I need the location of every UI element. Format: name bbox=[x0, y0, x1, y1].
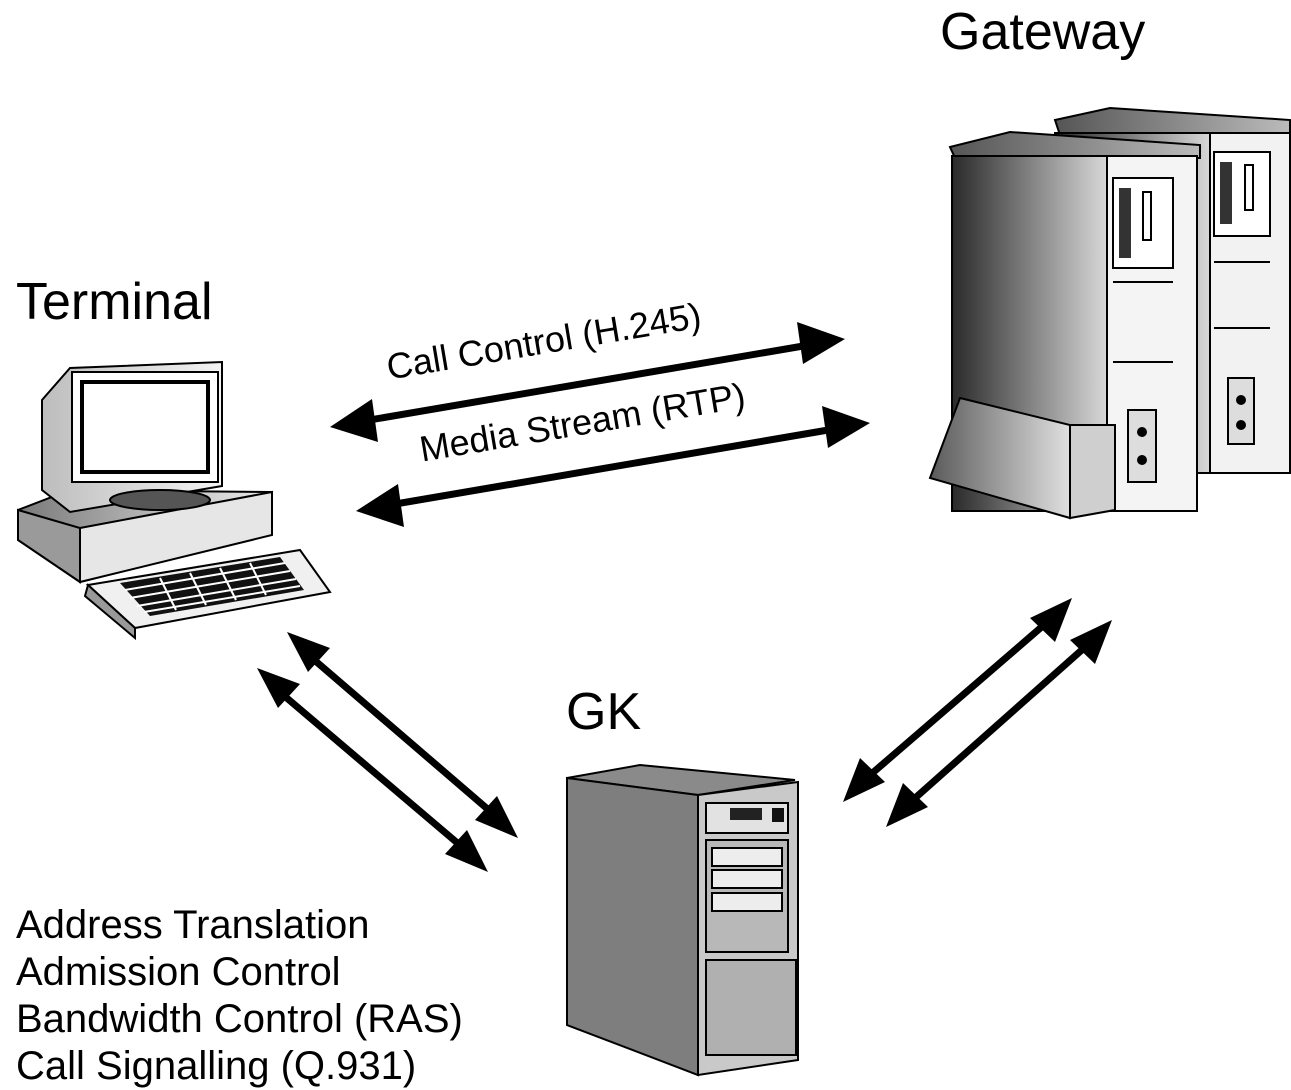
gk-function-item: Admission Control bbox=[16, 950, 341, 994]
media-stream-arrow bbox=[356, 406, 870, 527]
gateway-label: Gateway bbox=[940, 3, 1146, 61]
gateway-icon bbox=[928, 106, 1291, 520]
gk-function-item: Address Translation bbox=[16, 903, 370, 947]
gk-functions-list: Address Translation Admission Control Ba… bbox=[16, 902, 463, 1090]
terminal-gk-arrow-1 bbox=[287, 632, 518, 838]
gk-function-item: Bandwidth Control (RAS) bbox=[16, 997, 463, 1041]
terminal-icon bbox=[17, 360, 332, 641]
gk-icon bbox=[566, 763, 799, 1077]
gk-function-item: Call Signalling (Q.931) bbox=[16, 1044, 417, 1088]
terminal-label: Terminal bbox=[16, 273, 213, 331]
terminal-gk-arrow-2 bbox=[257, 668, 488, 872]
gk-gateway-arrow-1 bbox=[843, 598, 1072, 802]
gk-gateway-arrow-2 bbox=[886, 620, 1112, 827]
call-control-arrow bbox=[330, 322, 845, 442]
connection-arrows bbox=[257, 322, 1112, 872]
gk-label: GK bbox=[566, 683, 642, 741]
